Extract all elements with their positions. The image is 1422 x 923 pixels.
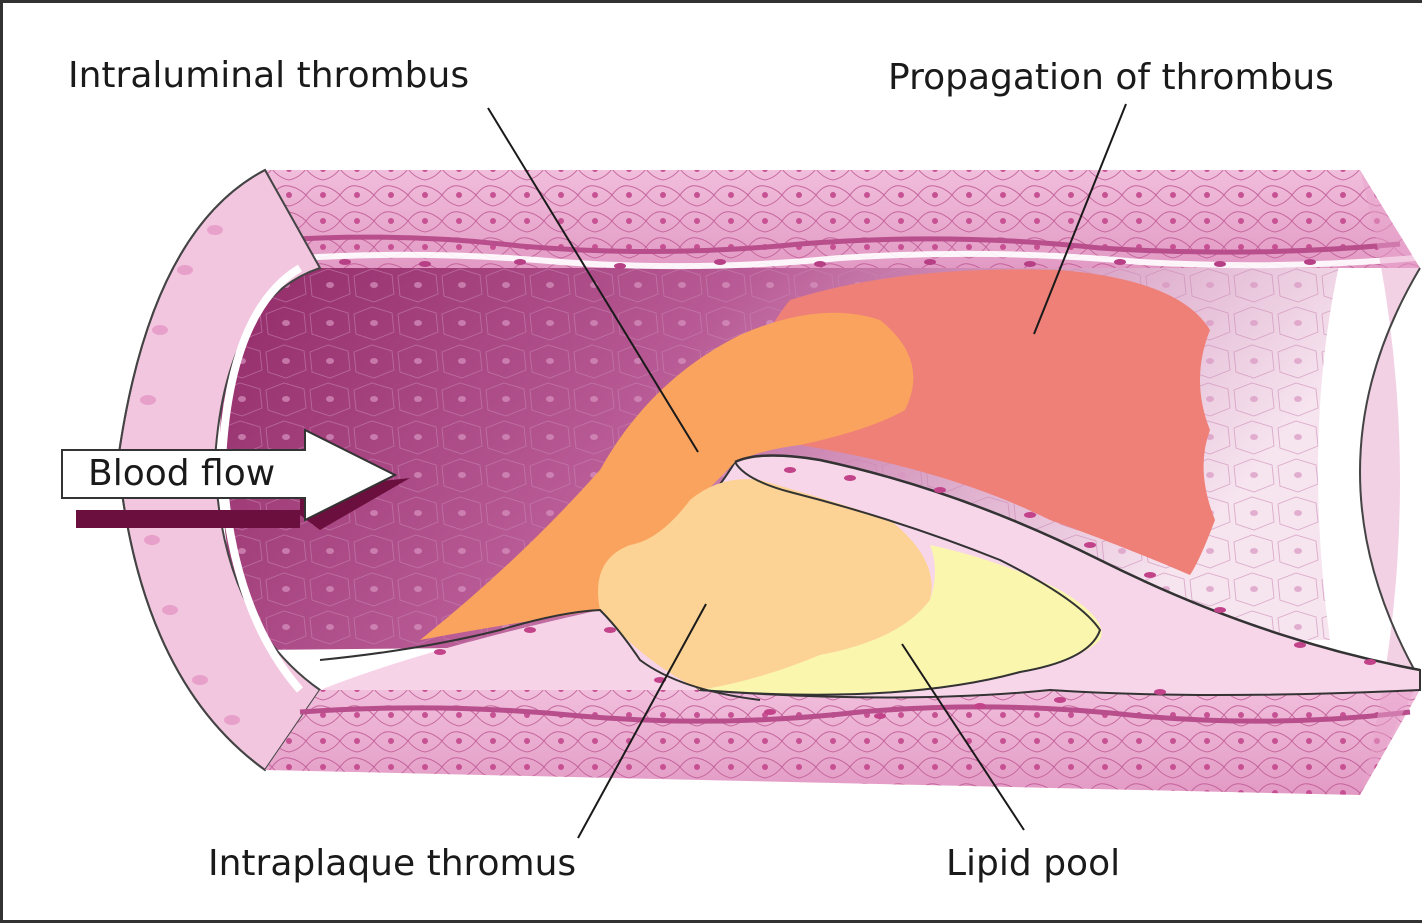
label-blood-flow: Blood flow (88, 456, 275, 492)
label-intraluminal-thrombus: Intraluminal thrombus (68, 58, 469, 94)
label-propagation-of-thrombus: Propagation of thrombus (888, 60, 1334, 96)
label-intraplaque-thrombus: Intraplaque thromus (208, 846, 576, 882)
label-lipid-pool: Lipid pool (946, 846, 1120, 882)
